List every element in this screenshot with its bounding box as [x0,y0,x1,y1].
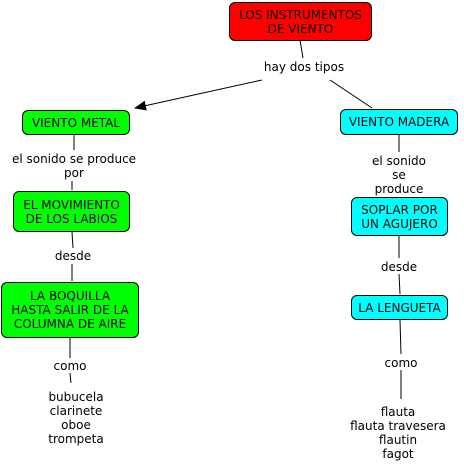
link-label-madera-3: como [384,356,418,370]
example-metal-3: oboe [61,418,91,432]
example-metal-4: trompeta [48,432,104,446]
node-viento-madera[interactable]: VIENTO MADERA [340,109,458,135]
link-label-metal-2: desde [54,249,92,263]
link-label-metal-3: como [53,359,87,373]
node-viento-metal[interactable]: VIENTO METAL [22,110,130,135]
example-madera-1: flauta [380,405,416,419]
link-label-root: hay dos tipos [263,60,345,74]
root-node[interactable]: LOS INSTRUMENTOS DE VIENTO [229,2,372,41]
node-boquilla[interactable]: LA BOQUILLA HASTA SALIR DE LA COLUMNA DE… [1,282,139,338]
connector-label-to-madera [329,79,373,109]
link-label-madera-2: desde [380,260,418,274]
connector-madera-5 [399,319,402,355]
connector-label-to-metal [134,79,263,111]
connector-root-to-label [299,39,304,59]
madera-examples-list: flauta flauta travesera flautin fagot [350,405,446,461]
link-label-metal-1: el sonido se produce por [11,152,137,180]
example-madera-2: flauta travesera [350,419,446,433]
example-madera-3: flautin [378,433,418,447]
example-madera-4: fagot [382,447,414,461]
node-movimiento-labios[interactable]: EL MOVIMIENTO DE LOS LABIOS [13,191,130,232]
metal-examples-list: bubucela clarinete oboe trompeta [48,390,103,446]
connector-madera-4 [398,273,401,295]
example-metal-1: bubucela [48,390,104,404]
example-metal-2: clarinete [49,404,103,418]
connector-metal-3 [71,231,74,249]
connector-metal-6 [69,372,72,384]
node-soplar-agujero[interactable]: SOPLAR POR UN AGUJERO [351,197,448,236]
node-lengueta[interactable]: LA LENGUETA [351,295,448,320]
